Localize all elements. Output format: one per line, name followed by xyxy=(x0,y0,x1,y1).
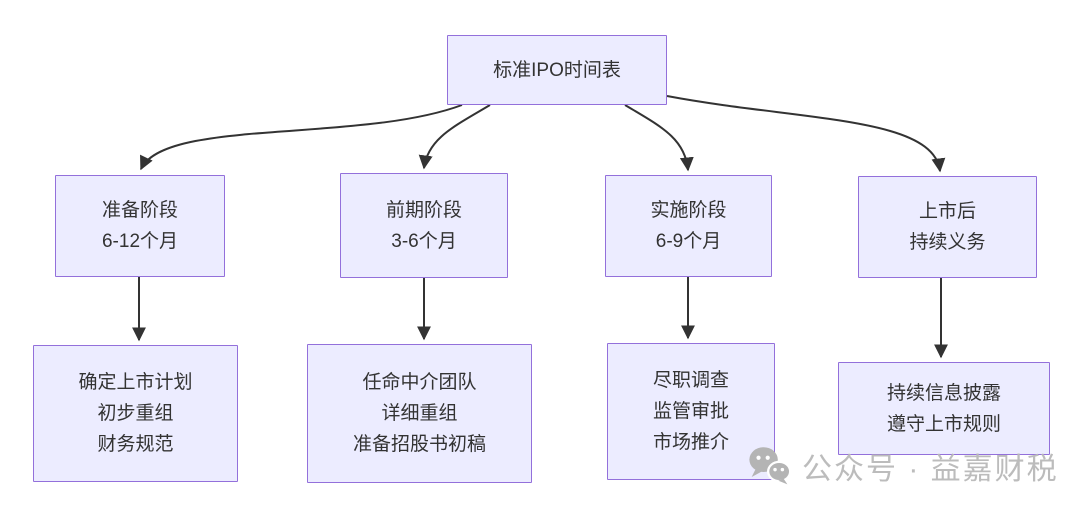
node-task-early: 任命中介团队 详细重组 准备招股书初稿 xyxy=(307,344,532,483)
node-line: 尽职调查 xyxy=(652,370,729,391)
watermark: 公众号 · 益嘉财税 xyxy=(748,444,1059,488)
edge-root-to-stage1 xyxy=(140,104,463,171)
node-stage-execution: 实施阶段 6-9个月 xyxy=(605,175,772,277)
node-line: 准备阶段 xyxy=(101,200,178,221)
node-stage-preparation: 准备阶段 6-12个月 xyxy=(55,175,225,277)
node-line: 确定上市计划 xyxy=(78,372,193,393)
node-line: 监管审批 xyxy=(652,401,729,422)
node-line: 标准IPO时间表 xyxy=(493,59,621,81)
node-line: 初步重组 xyxy=(97,403,174,424)
node-task-preparation: 确定上市计划 初步重组 财务规范 xyxy=(33,345,238,482)
wechat-icon xyxy=(749,447,792,485)
edge-root-to-stage3 xyxy=(624,104,694,172)
node-stage-post-listing: 上市后 持续义务 xyxy=(858,176,1037,278)
node-line: 实施阶段 xyxy=(650,200,727,221)
watermark-text: 公众号 · 益嘉财税 xyxy=(802,453,1059,486)
node-line: 6-9个月 xyxy=(655,231,722,252)
edge-root-to-stage4 xyxy=(666,95,946,173)
node-line: 持续信息披露 xyxy=(886,382,1001,404)
node-line: 上市后 xyxy=(918,201,976,222)
node-line: 财务规范 xyxy=(97,434,174,455)
node-line: 3-6个月 xyxy=(391,230,457,252)
node-line: 遵守上市规则 xyxy=(886,413,1001,435)
node-line: 市场推介 xyxy=(652,432,729,453)
node-root-title: 标准IPO时间表 xyxy=(447,35,667,105)
node-line: 准备招股书初稿 xyxy=(352,434,486,455)
node-line: 6-12个月 xyxy=(101,231,179,252)
node-line: 前期阶段 xyxy=(385,199,462,221)
node-line: 详细重组 xyxy=(381,403,458,424)
node-task-execution: 尽职调查 监管审批 市场推介 xyxy=(607,343,775,480)
node-line: 任命中介团队 xyxy=(362,372,477,393)
edge-root-to-stage2 xyxy=(418,104,491,170)
node-line: 持续义务 xyxy=(909,232,986,253)
node-stage-early: 前期阶段 3-6个月 xyxy=(340,173,508,278)
node-task-post-listing: 持续信息披露 遵守上市规则 xyxy=(838,362,1050,455)
